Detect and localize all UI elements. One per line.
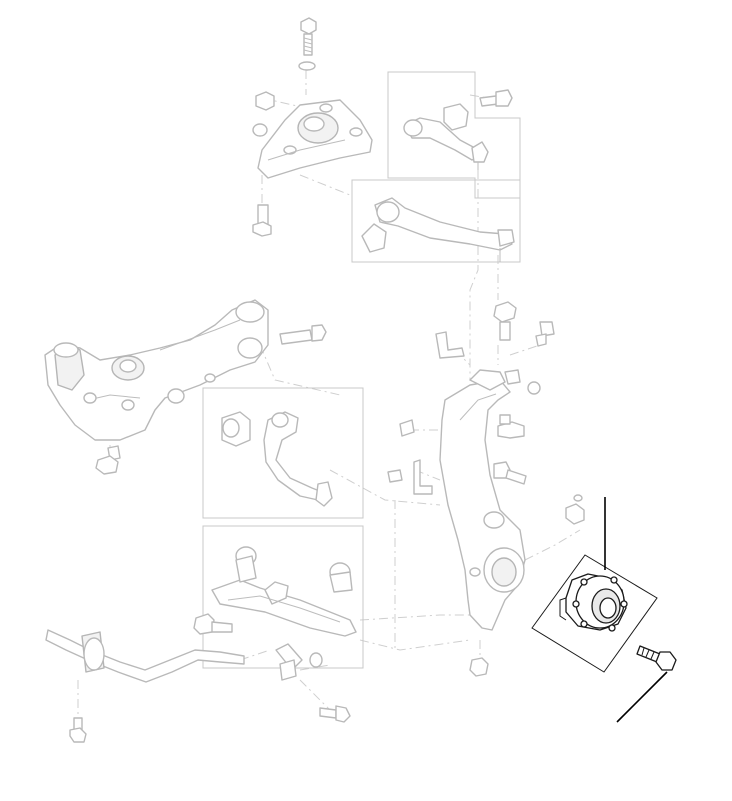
abs-sensor	[387, 459, 433, 495]
link-bolt	[319, 705, 351, 723]
stabilizer-link	[275, 643, 303, 681]
knuckle-bolt-rear	[399, 419, 415, 437]
top-mount-bolt	[300, 17, 317, 56]
subassembly-frames	[202, 71, 658, 673]
hub-mounting-bolt	[636, 645, 677, 671]
link-nut	[309, 652, 323, 668]
subframe	[44, 299, 269, 441]
frame-upper-arm-front	[351, 179, 521, 263]
wheel-hub-bearing	[559, 573, 628, 632]
leader-lines	[604, 497, 668, 723]
knuckle-pinch-bolt	[493, 461, 527, 485]
top-washer	[298, 61, 316, 71]
knuckle-bottom-nut	[469, 657, 489, 677]
tie-rod-nut	[527, 381, 541, 395]
lower-arm-bolt	[193, 613, 233, 635]
strut-top-mount	[257, 99, 373, 179]
lower-control-arm-front	[211, 546, 357, 637]
frame-lower-arm-rear	[202, 387, 364, 519]
leader-hub-bolt	[616, 671, 668, 723]
lower-control-arm-rear	[221, 411, 333, 507]
frame-wheel-hub	[531, 554, 658, 673]
knuckle-side-bolt	[535, 321, 555, 347]
stabilizer-bar	[45, 629, 245, 683]
tie-rod-end	[497, 414, 525, 439]
mount-nut-left	[255, 91, 275, 111]
hub-nut	[565, 503, 585, 525]
brake-hose-bracket	[435, 331, 465, 359]
mount-washer-left	[252, 123, 268, 137]
stabilizer-clamp-bolt	[69, 717, 87, 743]
subframe-washer	[167, 388, 185, 404]
hub-washer	[573, 494, 583, 502]
mount-bolt-lower	[252, 204, 272, 237]
subframe-lower-bolt	[95, 445, 121, 475]
subframe-bolt	[279, 324, 327, 345]
knuckle-top-bolt	[493, 301, 517, 341]
upper-control-arm-rear	[403, 89, 513, 170]
upper-control-arm-front	[361, 197, 515, 262]
steering-knuckle	[439, 369, 526, 631]
